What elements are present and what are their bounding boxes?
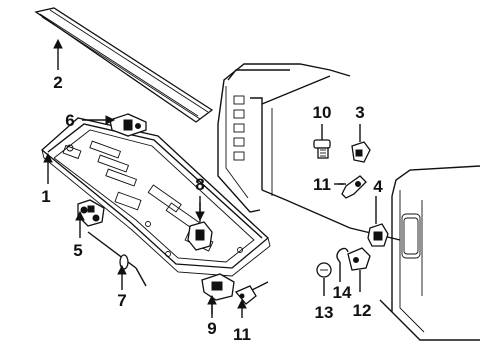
callout-12: 12 bbox=[353, 301, 372, 320]
part-2-trim-strip bbox=[34, 7, 214, 123]
callout-7: 7 bbox=[117, 291, 126, 310]
callout-9: 9 bbox=[207, 319, 216, 338]
callout-5: 5 bbox=[73, 241, 82, 260]
part-14-clip bbox=[336, 247, 349, 282]
callout-8: 8 bbox=[195, 175, 204, 194]
bed-side-left bbox=[217, 63, 401, 241]
callout-10: 10 bbox=[313, 103, 332, 122]
callout-3: 3 bbox=[355, 103, 364, 122]
part-5-latch bbox=[77, 199, 105, 227]
part-10-bolt bbox=[313, 124, 331, 159]
callout-11-lower: 11 bbox=[233, 325, 251, 344]
callout-1: 1 bbox=[41, 187, 50, 206]
leader-lines bbox=[43, 38, 344, 318]
callout-6: 6 bbox=[65, 111, 74, 130]
part-6-hinge bbox=[109, 113, 147, 137]
callout-labels: 2 6 1 5 7 8 9 11 10 3 11 4 13 14 12 bbox=[41, 73, 383, 344]
callout-14: 14 bbox=[333, 283, 352, 302]
callout-4: 4 bbox=[373, 177, 383, 196]
part-9-lower-latch bbox=[201, 273, 235, 314]
part-3-retainer bbox=[351, 124, 371, 163]
part-7-rod bbox=[87, 231, 147, 287]
part-11-clip-lower bbox=[234, 281, 269, 305]
part-13-screw bbox=[316, 262, 332, 296]
part-12-latch-bracket bbox=[347, 247, 371, 292]
part-11-clip-upper bbox=[334, 175, 367, 199]
callout-13: 13 bbox=[315, 303, 334, 322]
bed-side-right bbox=[379, 165, 481, 341]
part-4-striker bbox=[367, 196, 389, 247]
callout-2: 2 bbox=[53, 73, 62, 92]
callout-11-upper: 11 bbox=[313, 175, 331, 194]
